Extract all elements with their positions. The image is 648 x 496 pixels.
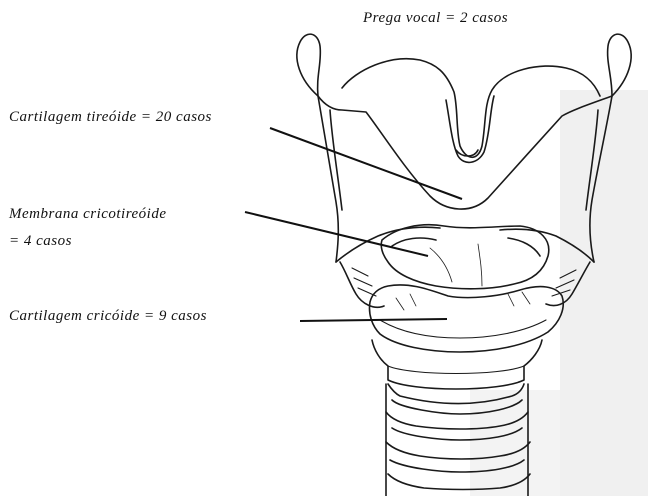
cricoid-cartilage [369,285,563,352]
left-superior-horn [297,34,321,96]
label-membrana-cricotireoide: Membrana cricotireóide [9,205,167,223]
leader-cricoide [300,319,447,321]
label-cartilagem-cricoide: Cartilagem cricóide = 9 casos [9,307,207,325]
trachea-top [372,340,542,389]
cricothyroid-membrane [381,225,549,289]
label-membrana-cricotireoide-count: = 4 casos [9,232,72,250]
label-prega-vocal: Prega vocal = 2 casos [363,9,508,27]
label-cartilagem-tireoide: Cartilagem tireóide = 20 casos [9,108,212,126]
leader-membrana [245,212,428,256]
right-superior-horn [608,34,632,96]
leader-tireoide [270,128,462,199]
